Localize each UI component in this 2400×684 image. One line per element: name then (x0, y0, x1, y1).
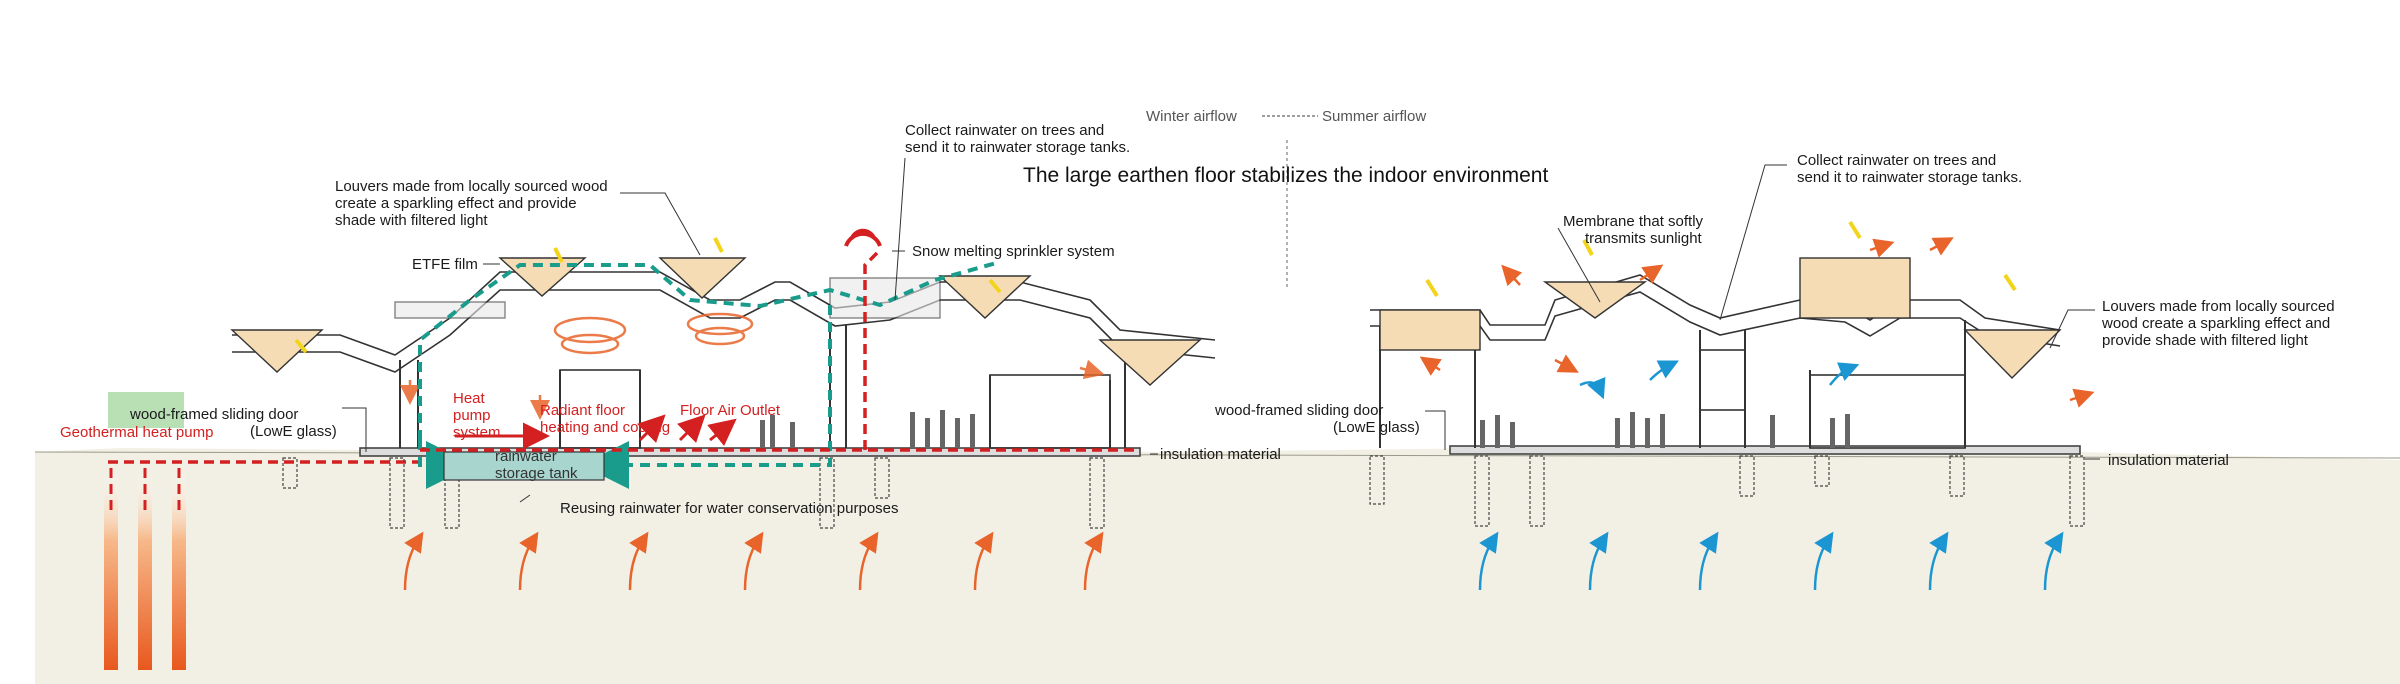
summer-roof-units (1379, 257, 2062, 379)
geothermal-label: Geothermal heat pump (60, 424, 214, 441)
storage-tank-label: rainwater storage tank (495, 448, 578, 482)
winter-airflow-legend: Winter airflow (1146, 108, 1237, 125)
etfe-film-label: ETFE film (412, 256, 478, 273)
rainwater-note-winter: Collect rainwater on trees and send it t… (905, 122, 1131, 156)
warm-air-swirls (400, 312, 1105, 420)
louvers-note-summer: Louvers made from locally sourced wood c… (2102, 298, 2335, 349)
ground (35, 448, 2400, 684)
leader-lines (342, 157, 2100, 503)
winter-roof-units (230, 257, 1202, 386)
door-note-summer: wood-framed sliding door (LowE glass) (1215, 402, 1420, 436)
snow-sprinkler (844, 228, 882, 247)
winter-sun-arrows (294, 237, 1002, 354)
louvers-note-winter: Louvers made from locally sourced wood c… (335, 178, 608, 229)
summer-cool-air-in (1579, 360, 1860, 400)
snow-melting-label: Snow melting sprinkler system (912, 243, 1115, 260)
diagram-title: The large earthen floor stabilizes the i… (1023, 164, 1549, 187)
reusing-note: Reusing rainwater for water conservation… (560, 500, 899, 517)
geothermal-wells (104, 392, 420, 670)
summer-hot-air-out (1419, 237, 2095, 408)
summer-airflow-legend: Summer airflow (1322, 108, 1427, 125)
heat-arrows (455, 414, 737, 450)
floor-outlet-label: Floor Air Outlet (680, 402, 781, 419)
summer-building (1369, 274, 2085, 527)
winter-people (760, 410, 975, 448)
rainwater-note-summer: Collect rainwater on trees and send it t… (1797, 152, 2023, 186)
heat-pump-label: Heat pump system (453, 390, 501, 441)
radiant-floor-label: Radiant floor heating and cooling (540, 402, 671, 436)
summer-ground-arrows (1478, 531, 2064, 591)
insulation-label-winter: insulation material (1160, 446, 1281, 463)
summer-people (1480, 412, 1850, 448)
membrane-note: Membrane that softly transmits sunlight (1563, 213, 1704, 247)
heat-path (420, 248, 1140, 452)
insulation-label-summer: insulation material (2108, 452, 2229, 469)
summer-sun-arrows (1425, 220, 2017, 298)
rainwater-storage-tank (443, 451, 605, 481)
geothermal-unit (108, 392, 184, 428)
winter-ground-arrows (403, 531, 1104, 591)
door-note-winter: wood-framed sliding door (LowE glass) (130, 406, 337, 440)
